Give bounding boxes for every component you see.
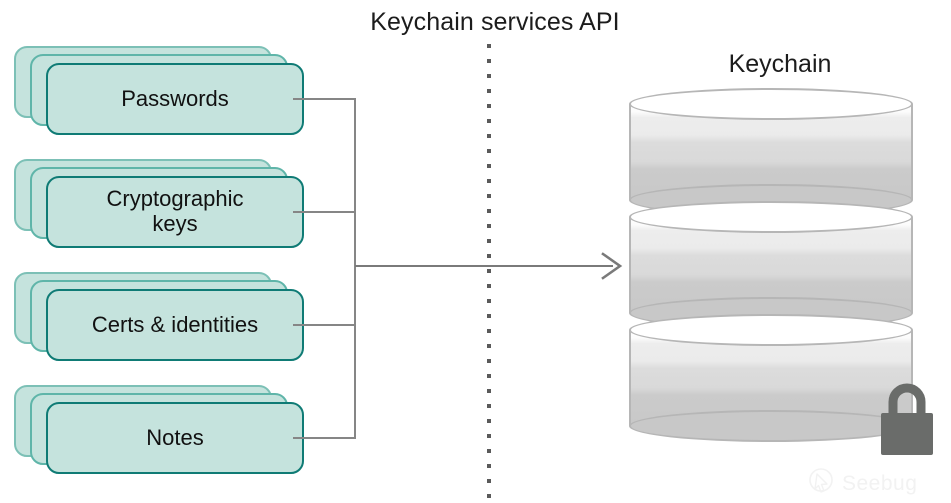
disk-bottom-ellipse bbox=[629, 410, 913, 442]
card-group-notes[interactable]: Notes bbox=[14, 385, 314, 480]
api-boundary-divider bbox=[487, 44, 491, 503]
seebug-watermark-text: Seebug bbox=[842, 471, 918, 495]
flow-arrow-head bbox=[601, 252, 623, 280]
connector-stub-certs-identities bbox=[293, 324, 356, 326]
card-front-notes[interactable]: Notes bbox=[46, 402, 304, 474]
card-label: Certs & identities bbox=[91, 311, 259, 337]
card-label: Notes bbox=[146, 424, 204, 450]
card-group-certs-identities[interactable]: Certs & identities bbox=[14, 272, 314, 367]
keychain-database-stack bbox=[629, 88, 913, 458]
card-front-certs-identities[interactable]: Certs & identities bbox=[46, 289, 304, 361]
flow-arrow-line bbox=[355, 265, 613, 267]
connector-stub-cryptographic-keys bbox=[293, 211, 356, 213]
seebug-logo-icon bbox=[806, 466, 836, 501]
card-group-passwords[interactable]: Passwords bbox=[14, 46, 314, 141]
database-disk-bottom bbox=[629, 314, 913, 458]
card-front-passwords[interactable]: Passwords bbox=[46, 63, 304, 135]
connector-stub-passwords bbox=[293, 98, 356, 100]
connector-stub-notes bbox=[293, 437, 356, 439]
card-label: Passwords bbox=[121, 85, 229, 111]
padlock-icon bbox=[876, 378, 938, 458]
api-title: Keychain services API bbox=[370, 8, 620, 36]
connector-trunk bbox=[354, 98, 356, 439]
disk-top-ellipse bbox=[629, 201, 913, 233]
database-disk-top bbox=[629, 88, 913, 232]
disk-top-ellipse bbox=[629, 88, 913, 120]
seebug-watermark: Seebug bbox=[806, 466, 946, 500]
keychain-title: Keychain bbox=[728, 50, 832, 78]
disk-top-ellipse bbox=[629, 314, 913, 346]
